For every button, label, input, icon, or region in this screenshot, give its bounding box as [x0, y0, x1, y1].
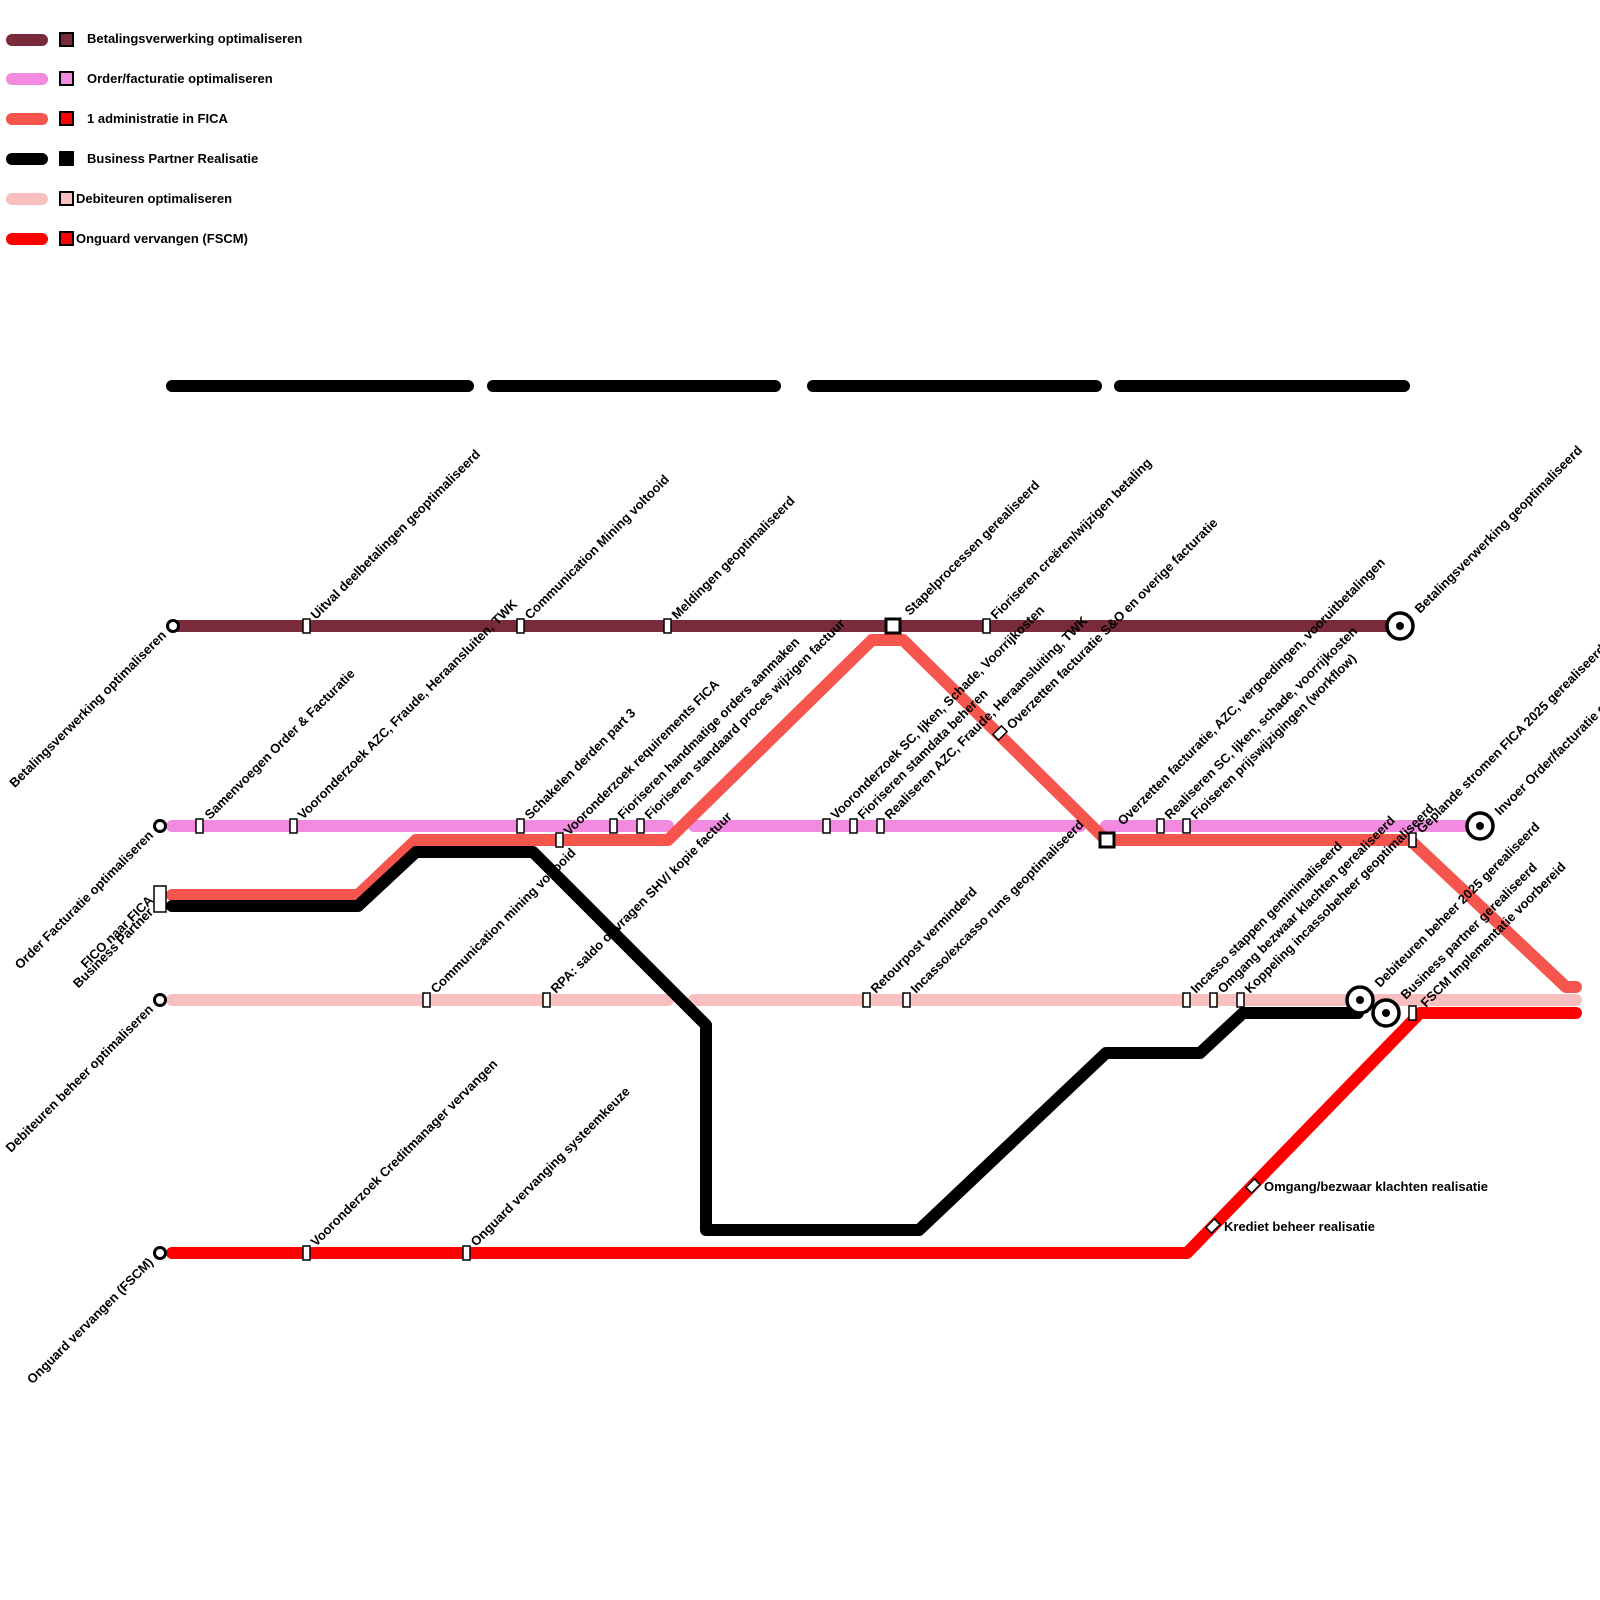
terminal-order-start[interactable]	[153, 819, 167, 833]
terminal-business-partner-end[interactable]	[1371, 998, 1401, 1028]
station-tick[interactable]	[516, 818, 525, 834]
station-tick[interactable]	[849, 818, 858, 834]
terminal-betalings-end[interactable]	[1385, 611, 1415, 641]
legend-swatch-order	[59, 71, 74, 86]
station-label: Incasso/excasso runs geoptimaliseerd	[908, 817, 1087, 996]
station-label: Betalingsverwerking geoptimaliseerd	[1412, 443, 1586, 617]
station-label: Vooronderzoek Creditmanager vervangen	[308, 1056, 501, 1249]
line-label-debiteuren: Debiteuren beheer optimaliseren	[2, 1001, 156, 1155]
station-tick[interactable]	[1244, 1177, 1262, 1195]
station-tick[interactable]	[1156, 818, 1165, 834]
station-tick[interactable]	[663, 618, 672, 634]
station-label: Realiseren SC, Ijken, schade, voorrijkos…	[1162, 623, 1361, 822]
station-tick[interactable]	[1408, 832, 1417, 848]
legend-label: Debiteuren optimaliseren	[76, 191, 232, 206]
legend-item: Order/facturatie optimaliseren	[6, 71, 273, 86]
station-tick[interactable]	[422, 992, 431, 1008]
station-label: Samenvoegen Order & Facturatie	[202, 666, 358, 822]
station-label: Krediet beheer realisatie	[1224, 1219, 1375, 1234]
station-tick[interactable]	[302, 618, 311, 634]
station-tick[interactable]	[876, 818, 885, 834]
station-label: Fioriseren stamdata beheren	[855, 686, 991, 822]
legend-label: Business Partner Realisatie	[87, 151, 258, 166]
legend-item: Onguard vervangen (FSCM)	[6, 231, 248, 246]
legend: Betalingsverwerking optimaliseren Order/…	[6, 31, 302, 246]
station-tick[interactable]	[195, 818, 204, 834]
station-tick[interactable]	[1209, 992, 1218, 1008]
line-onguard	[166, 1007, 1582, 1259]
line-label-betalings: Betalingsverwerking optimaliseren	[6, 627, 169, 790]
station-ticks	[195, 617, 1417, 1261]
station-tick[interactable]	[822, 818, 831, 834]
station-label: Uitval deelbetalingen geoptimaliseerd	[308, 446, 484, 622]
legend-item: 1 administratie in FICA	[6, 111, 228, 126]
legend-swatch-fica	[59, 111, 74, 126]
station-tick[interactable]	[542, 992, 551, 1008]
terminal-order-end[interactable]	[1465, 811, 1495, 841]
terminal-debiteuren-end[interactable]	[1345, 985, 1375, 1015]
legend-label: 1 administratie in FICA	[87, 111, 228, 126]
station-tick[interactable]	[1408, 1005, 1417, 1021]
station-tick[interactable]	[302, 1245, 311, 1261]
station-label: Communication mining voltooid	[428, 845, 579, 996]
station-tick[interactable]	[1182, 818, 1191, 834]
legend-item: Debiteuren optimaliseren	[6, 191, 232, 206]
station-tick[interactable]	[289, 818, 298, 834]
legend-swatch-betalings	[59, 32, 74, 47]
station-tick[interactable]	[462, 1245, 471, 1261]
terminal-onguard-start[interactable]	[153, 1246, 167, 1260]
legend-item: Betalingsverwerking optimaliseren	[6, 31, 302, 47]
legend-label: Order/facturatie optimaliseren	[87, 71, 273, 86]
line-label-order: Order Facturatie optimaliseren	[12, 827, 156, 971]
station-label: Overzetten facturatie, AZC, vergoedingen…	[1115, 555, 1388, 828]
station-tick[interactable]	[1182, 992, 1191, 1008]
station-label: FSCM Implementatie voorbereid	[1418, 859, 1569, 1010]
station-tick[interactable]	[555, 832, 564, 848]
line-ends	[1345, 611, 1495, 1028]
station-tick[interactable]	[609, 818, 618, 834]
station-tick[interactable]	[862, 992, 871, 1008]
station-tick[interactable]	[516, 618, 525, 634]
terminal-debiteuren-start[interactable]	[153, 993, 167, 1007]
station-tick[interactable]	[991, 724, 1009, 742]
interchange-station[interactable]	[884, 617, 902, 635]
legend-label: Betalingsverwerking optimaliseren	[87, 31, 302, 46]
line-label-bp: Business Partner	[70, 905, 156, 991]
legend-swatch-bp	[59, 151, 74, 166]
station-label: Meldingen geoptimaliseerd	[669, 493, 798, 622]
interchange-station[interactable]	[1098, 831, 1116, 849]
line-fica	[166, 634, 1582, 993]
station-tick[interactable]	[902, 992, 911, 1008]
line-name-labels: Betalingsverwerking optimaliseren Order …	[2, 627, 169, 1386]
legend-swatch-debiteuren	[59, 191, 74, 206]
line-business-partner	[166, 846, 1364, 1236]
line-starts	[153, 619, 180, 1260]
legend-item: Business Partner Realisatie	[6, 151, 258, 166]
metro-lines	[166, 620, 1582, 1259]
line-label-onguard: Onguard vervangen (FSCM)	[24, 1255, 156, 1387]
legend-swatch-onguard	[59, 231, 74, 246]
station-label: Communication Mining voltooid	[522, 472, 673, 623]
station-tick[interactable]	[1236, 992, 1245, 1008]
station-tick[interactable]	[982, 618, 991, 634]
terminal-betalings-start[interactable]	[166, 619, 180, 633]
terminal-fico-bp-start[interactable]	[153, 885, 167, 913]
station-tick[interactable]	[1204, 1217, 1222, 1235]
station-label: Omgang/bezwaar klachten realisatie	[1264, 1179, 1488, 1194]
station-tick[interactable]	[636, 818, 645, 834]
legend-label: Onguard vervangen (FSCM)	[76, 231, 248, 246]
station-label: Onguard vervanging systeemkeuze	[468, 1084, 633, 1249]
